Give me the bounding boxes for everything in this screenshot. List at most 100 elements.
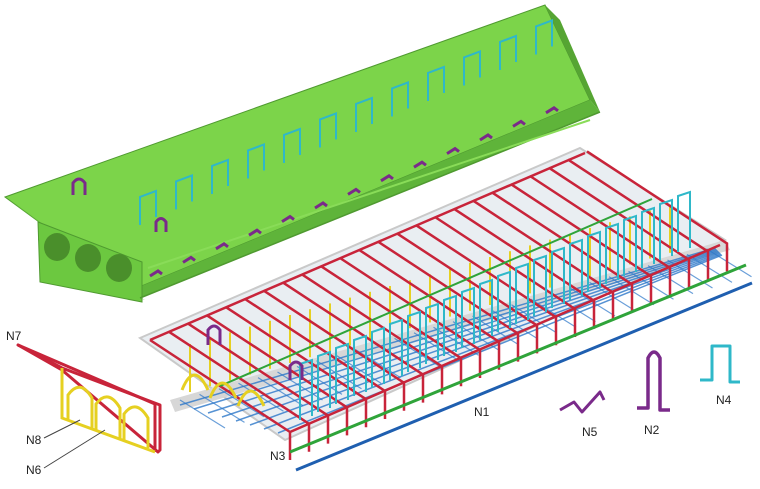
leader-n8 (43, 419, 81, 439)
label-n5: N5 (582, 425, 598, 439)
part-n7-n8-n6 (16, 343, 162, 469)
slab-top-purple-hook (71, 177, 87, 195)
slab-hook (347, 187, 361, 196)
cyan-stirrup (497, 270, 511, 332)
cyan-stirrup (659, 198, 673, 260)
mesh-cross (413, 332, 460, 362)
slab-hook (149, 269, 163, 278)
part-n8-arch-1 (66, 385, 94, 428)
mesh-cross (257, 377, 304, 407)
slab-loop (211, 158, 229, 194)
slab-loop (139, 189, 157, 225)
cyan-stirrup (425, 302, 439, 364)
label-n3: N3 (270, 449, 286, 463)
slab-top-purple-hook-2 (154, 217, 168, 232)
part-n5 (559, 390, 606, 414)
cyan-stirrup (317, 350, 331, 412)
mesh-cross (569, 287, 616, 317)
cyan-stirrups (299, 190, 691, 420)
red-longitudinal (289, 243, 721, 434)
red-transverse-bars (149, 150, 729, 460)
slab-hook (512, 119, 526, 128)
slab-loop (319, 112, 337, 148)
slab-loop (535, 19, 553, 55)
slab-end-face (545, 5, 600, 112)
leader-n6 (43, 429, 106, 469)
end-arches (180, 373, 266, 407)
cyan-stirrup (677, 190, 691, 252)
mesh-cross (335, 354, 382, 384)
mesh-strand (263, 253, 722, 430)
slab-ledge-line (147, 119, 591, 269)
mesh-cross (491, 309, 538, 339)
slab-side-hooks (149, 105, 559, 278)
label-n7: N7 (6, 329, 22, 343)
hollow-core-3 (106, 254, 132, 282)
label-n8: N8 (26, 433, 42, 447)
red-bar (567, 158, 710, 280)
slab-hook (479, 133, 493, 142)
cyan-stirrup (641, 206, 655, 268)
green-longitudinal (219, 198, 653, 387)
mesh-cross (199, 393, 245, 423)
label-n4: N4 (716, 393, 732, 407)
cyan-stirrup (551, 246, 565, 308)
cyan-stirrup (569, 238, 583, 300)
strand-blue-n3 (295, 281, 753, 472)
red-longitudinal (149, 151, 586, 342)
slab-hook (281, 214, 295, 223)
label-n2: N2 (644, 423, 660, 437)
mesh-cross (355, 349, 401, 379)
slab-hook (413, 160, 427, 169)
slab-loop (247, 143, 265, 179)
cyan-stirrup (407, 310, 421, 372)
mesh-cross (686, 253, 733, 283)
mesh-cross (238, 382, 284, 412)
mesh-strand (179, 247, 716, 406)
hollow-core-1 (44, 233, 70, 261)
red-bar (586, 150, 729, 272)
cyan-stirrup (515, 262, 529, 324)
cyan-stirrup (389, 318, 403, 380)
mesh-cross (511, 304, 557, 334)
label-n1: N1 (474, 405, 490, 419)
slab-loop (355, 96, 373, 132)
cyan-stirrup (353, 334, 367, 396)
strand-green-n1 (289, 263, 747, 454)
cyan-stirrup (335, 342, 349, 404)
slab-hook (446, 146, 460, 155)
label-n6: N6 (26, 463, 42, 477)
cyan-stirrup (623, 214, 637, 276)
cyan-stirrup (461, 286, 475, 348)
slab-loop (175, 174, 193, 210)
slab-hook (248, 228, 262, 237)
slab-hook (215, 241, 229, 251)
cage-purple-hook-2 (288, 360, 304, 380)
cyan-stirrup (533, 254, 547, 316)
mesh-cross (296, 365, 343, 395)
part-n4 (700, 344, 740, 384)
part-n8-arch-2 (94, 395, 122, 438)
mesh-cross (179, 399, 226, 429)
slab-loop (391, 81, 409, 117)
slab-hook (182, 255, 196, 264)
part-n2 (637, 350, 670, 412)
cyan-stirrup (371, 326, 385, 388)
reinforcement-cage (137, 146, 752, 460)
mesh-cross (706, 248, 752, 278)
slab-loop (427, 65, 445, 101)
slab-loop (283, 127, 301, 163)
slab-loop (499, 34, 517, 70)
slab-front-side (132, 100, 600, 298)
mesh-cross (218, 388, 265, 418)
slab-hook (545, 105, 559, 115)
cyan-stirrup (587, 230, 601, 292)
mesh-cross (530, 298, 577, 328)
cyan-stirrup (479, 278, 493, 340)
cage-purple-hook-1 (206, 324, 222, 345)
slab-hook (380, 173, 394, 183)
slab-lifting-loops (139, 19, 553, 225)
part-n8-arch-3 (122, 405, 150, 448)
